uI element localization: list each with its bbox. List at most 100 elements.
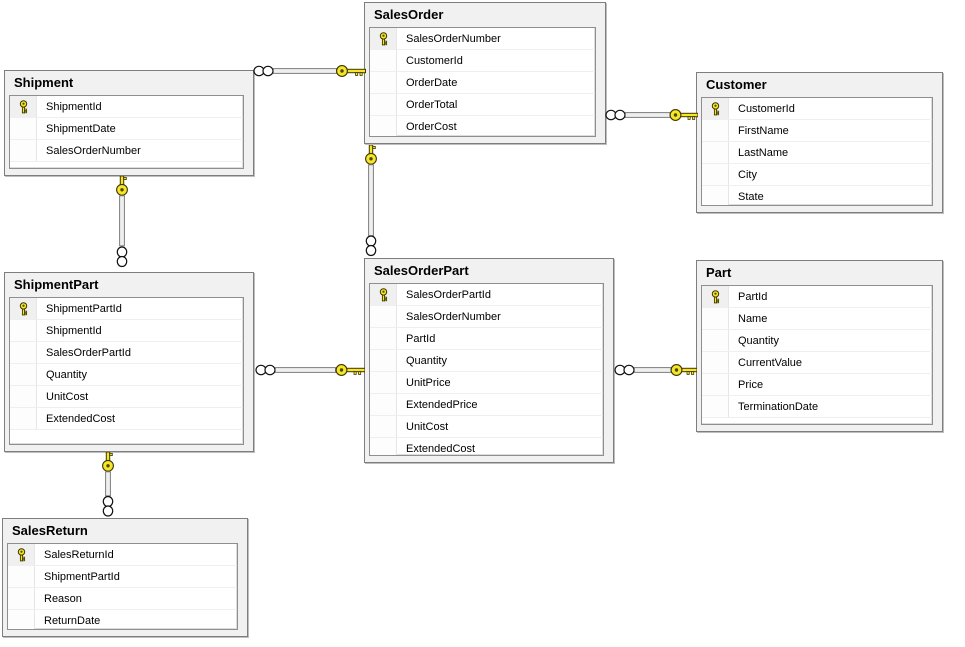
column-row[interactable]: ShipmentPartId bbox=[10, 298, 243, 320]
column-row[interactable]: UnitCost bbox=[10, 386, 243, 408]
column-row[interactable]: PartId bbox=[702, 286, 932, 308]
relationship-line bbox=[368, 164, 374, 237]
column-row[interactable]: CurrentValue bbox=[702, 352, 932, 374]
column-row[interactable]: OrderCost bbox=[370, 116, 595, 136]
column-row[interactable]: UnitCost bbox=[370, 416, 603, 438]
key-cell bbox=[702, 374, 729, 395]
column-name: PartId bbox=[406, 332, 436, 345]
infinity-many-icon bbox=[365, 235, 377, 257]
column-row[interactable]: SalesReturnId bbox=[8, 544, 237, 566]
primary-key-icon bbox=[10, 96, 37, 117]
column-name: State bbox=[738, 190, 764, 203]
column-name: PartId bbox=[738, 290, 768, 303]
column-row[interactable]: UnitPrice bbox=[370, 372, 603, 394]
column-row[interactable]: ReturnDate bbox=[8, 610, 237, 629]
relationship-line bbox=[275, 367, 336, 373]
column-row[interactable]: SalesOrderNumber bbox=[370, 306, 603, 328]
column-row[interactable]: SalesOrderNumber bbox=[370, 28, 595, 50]
relationship-salesorder-customer[interactable] bbox=[604, 103, 698, 127]
relationship-shipment-salesorder[interactable] bbox=[252, 59, 366, 83]
table-title[interactable]: SalesReturn bbox=[12, 523, 88, 538]
column-row[interactable]: CustomerId bbox=[370, 50, 595, 72]
column-row[interactable]: City bbox=[702, 164, 932, 186]
key-cell bbox=[702, 120, 729, 141]
column-name: Name bbox=[738, 312, 768, 325]
column-row[interactable]: OrderDate bbox=[370, 72, 595, 94]
key-cell bbox=[702, 186, 729, 205]
column-row[interactable]: OrderTotal bbox=[370, 94, 595, 116]
relationship-line bbox=[119, 195, 125, 247]
key-cell bbox=[370, 306, 397, 327]
column-name: SalesOrderNumber bbox=[406, 310, 501, 323]
table-title[interactable]: Customer bbox=[706, 77, 767, 92]
relationship-salesorderpart-part[interactable] bbox=[613, 358, 697, 382]
column-row[interactable]: Quantity bbox=[702, 330, 932, 352]
key-cell bbox=[10, 408, 37, 429]
column-row[interactable]: ExtendedCost bbox=[10, 408, 243, 430]
table-title[interactable]: SalesOrderPart bbox=[374, 263, 469, 278]
infinity-many-icon bbox=[102, 495, 114, 517]
relationship-shipment-shipmentpart[interactable] bbox=[110, 176, 134, 272]
column-name: LastName bbox=[738, 146, 789, 159]
key-one-icon bbox=[336, 65, 366, 77]
column-name: ShipmentPartId bbox=[44, 570, 120, 583]
column-name: OrderTotal bbox=[406, 98, 458, 111]
column-row[interactable]: ShipmentPartId bbox=[8, 566, 237, 588]
key-one-icon bbox=[102, 452, 114, 472]
column-row[interactable]: TerminationDate bbox=[702, 396, 932, 418]
column-name: OrderDate bbox=[406, 76, 458, 89]
key-cell bbox=[370, 328, 397, 349]
column-row[interactable]: FirstName bbox=[702, 120, 932, 142]
column-row[interactable]: ShipmentDate bbox=[10, 118, 243, 140]
key-cell bbox=[370, 50, 397, 71]
column-row[interactable]: CustomerId bbox=[702, 98, 932, 120]
column-row[interactable]: SalesOrderPartId bbox=[370, 284, 603, 306]
column-name: ShipmentId bbox=[46, 324, 102, 337]
column-row[interactable]: SalesOrderNumber bbox=[10, 140, 243, 162]
column-row[interactable]: Quantity bbox=[370, 350, 603, 372]
primary-key-icon bbox=[370, 284, 397, 305]
column-name: ExtendedCost bbox=[46, 412, 116, 425]
relationship-shipmentpart-salesorderpart[interactable] bbox=[254, 358, 365, 382]
column-row[interactable]: LastName bbox=[702, 142, 932, 164]
primary-key-icon bbox=[8, 544, 35, 565]
column-row[interactable]: SalesOrderPartId bbox=[10, 342, 243, 364]
relationship-shipmentpart-salesreturn[interactable] bbox=[96, 452, 120, 518]
column-name: OrderCost bbox=[406, 120, 457, 133]
table-title[interactable]: Shipment bbox=[14, 75, 74, 90]
column-row[interactable]: ExtendedPrice bbox=[370, 394, 603, 416]
relationship-line bbox=[105, 471, 111, 497]
column-row[interactable]: Name bbox=[702, 308, 932, 330]
key-cell bbox=[10, 140, 37, 161]
key-cell bbox=[370, 72, 397, 93]
column-row[interactable]: Price bbox=[702, 374, 932, 396]
infinity-many-icon bbox=[255, 364, 276, 376]
column-row[interactable]: Reason bbox=[8, 588, 237, 610]
column-row[interactable]: PartId bbox=[370, 328, 603, 350]
column-row[interactable]: Quantity bbox=[10, 364, 243, 386]
table-title[interactable]: Part bbox=[706, 265, 732, 280]
column-row[interactable]: ExtendedCost bbox=[370, 438, 603, 455]
column-row[interactable]: ShipmentId bbox=[10, 320, 243, 342]
key-cell bbox=[8, 588, 35, 609]
key-cell bbox=[370, 116, 397, 136]
table-title[interactable]: ShipmentPart bbox=[14, 277, 99, 292]
key-cell bbox=[370, 372, 397, 393]
relationship-salesorder-salesorderpart[interactable] bbox=[359, 145, 383, 258]
column-name: ReturnDate bbox=[44, 614, 101, 627]
primary-key-icon bbox=[10, 298, 37, 319]
table-title[interactable]: SalesOrder bbox=[374, 7, 444, 22]
key-cell bbox=[10, 320, 37, 341]
column-row[interactable]: ShipmentId bbox=[10, 96, 243, 118]
infinity-many-icon bbox=[116, 246, 128, 268]
column-row[interactable]: State bbox=[702, 186, 932, 205]
